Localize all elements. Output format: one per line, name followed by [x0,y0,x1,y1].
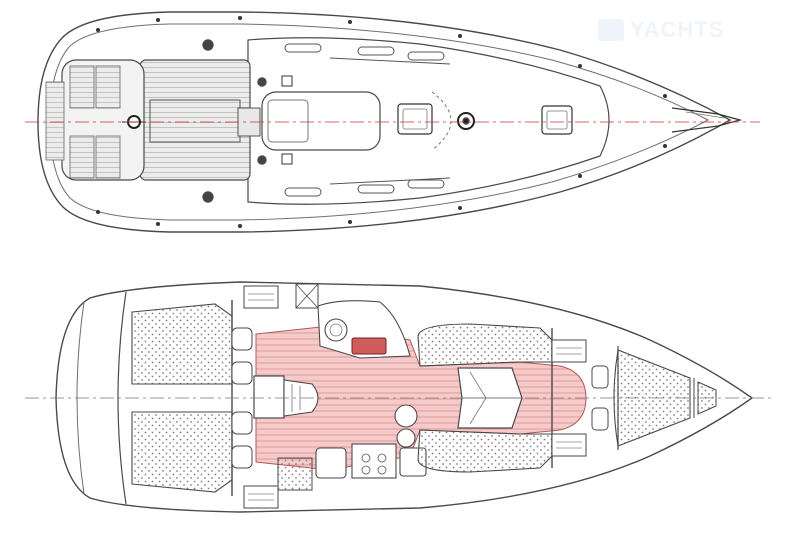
saloon-settee [417,323,553,367]
companionway-steps [253,375,285,419]
watermark-text: YACHTS [630,17,725,42]
aft-berth-starboard [131,411,233,493]
galley-counter [317,300,411,359]
aft-berth-port [131,303,233,385]
mast-step-icon [457,112,475,130]
winch-icon [202,39,214,51]
deck-hull-outline [37,11,732,233]
interior-plan [55,281,754,513]
stove-icon [351,337,387,355]
deck-plan [37,11,743,233]
hatch-icon [397,103,433,135]
watermark-logo: YACHTS [598,17,724,43]
coachroof-outline [247,37,610,205]
logo-mark-icon [598,19,624,41]
